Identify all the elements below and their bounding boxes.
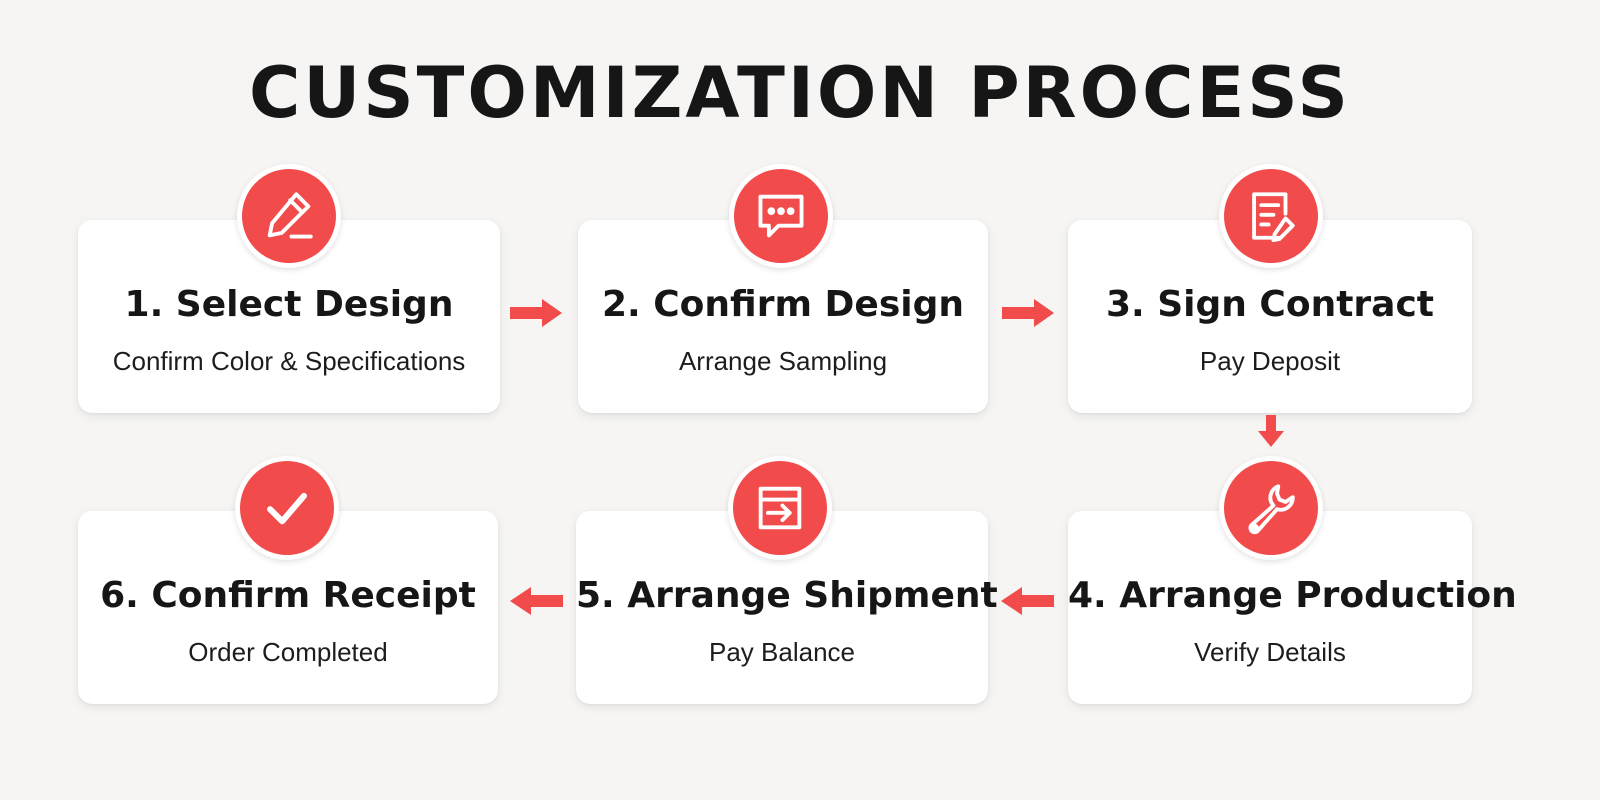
step-badge-6 — [235, 456, 339, 560]
step-subtitle: Pay Balance — [709, 637, 855, 667]
step-title: 3. Sign Contract — [1105, 284, 1435, 325]
wrench-icon — [1248, 484, 1295, 535]
pencil-icon — [267, 192, 313, 239]
step-subtitle: Pay Deposit — [1199, 346, 1341, 376]
step-title: 6. Confirm Receipt — [100, 575, 476, 616]
contract-edit-icon — [1252, 192, 1295, 243]
shipment-box-icon — [758, 486, 802, 530]
step-card-3: 3. Sign Contract Pay Deposit — [1068, 220, 1472, 413]
step-title: 2. Confirm Design — [602, 284, 964, 325]
step-title: 4. Arrange Production — [1068, 575, 1517, 616]
arrow-right-icon — [510, 299, 562, 327]
step-badge-5 — [728, 456, 832, 560]
arrow-left-icon — [1001, 587, 1054, 615]
chat-bubble-icon — [758, 194, 804, 238]
step-subtitle: Order Completed — [188, 637, 388, 667]
step-subtitle: Confirm Color & Specifications — [112, 346, 466, 376]
arrow-right-icon — [1002, 299, 1054, 327]
step-subtitle: Verify Details — [1194, 637, 1346, 667]
step-card-6: 6. Confirm Receipt Order Completed — [78, 511, 498, 704]
page-title: CUSTOMIZATION PROCESS — [249, 52, 1351, 134]
step-title: 5. Arrange Shipment — [576, 575, 998, 616]
checkmark-icon — [267, 492, 307, 525]
arrow-left-icon — [510, 587, 563, 615]
step-badge-2 — [729, 164, 833, 268]
arrow-down-icon — [1258, 415, 1284, 447]
step-title: 1. Select Design — [124, 284, 454, 325]
step-badge-1 — [237, 164, 341, 268]
step-subtitle: Arrange Sampling — [678, 346, 888, 376]
step-badge-3 — [1219, 164, 1323, 268]
step-badge-4 — [1219, 456, 1323, 560]
